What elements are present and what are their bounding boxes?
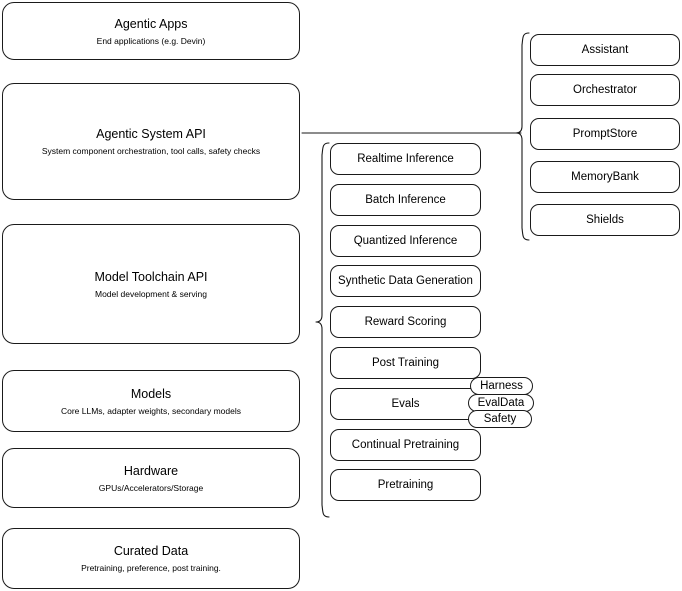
eval-tag-safety[interactable]: Safety [468, 410, 532, 428]
toolchain-component-label: Realtime Inference [357, 153, 454, 165]
stack-layer-subtitle: End applications (e.g. Devin) [96, 35, 206, 46]
system-component-label: Assistant [581, 44, 629, 56]
system-component-label: Shields [586, 214, 624, 226]
stack-layer-subtitle: Pretraining, preference, post training. [81, 563, 221, 573]
system-component-label: MemoryBank [571, 171, 639, 183]
stack-layer-hardware[interactable]: Hardware GPUs/Accelerators/Storage [2, 448, 300, 508]
stack-layer-subtitle: System component orchestration, tool cal… [41, 146, 261, 156]
brace-system-components [515, 32, 530, 241]
stack-layer-title: Models [130, 386, 172, 401]
toolchain-component-label: Continual Pretraining [351, 439, 460, 451]
toolchain-component-label: Synthetic Data Generation [338, 275, 473, 287]
stack-layer-title: Agentic Apps [114, 16, 188, 31]
stack-layer-title: Model Toolchain API [94, 269, 208, 284]
toolchain-component-label: Pretraining [377, 479, 434, 491]
brace-toolchain-components [315, 142, 330, 518]
system-component-memorybank[interactable]: MemoryBank [530, 161, 680, 193]
stack-layer-subtitle: GPUs/Accelerators/Storage [98, 482, 204, 493]
system-component-promptstore[interactable]: PromptStore [530, 118, 680, 150]
stack-layer-model-toolchain-api[interactable]: Model Toolchain API Model development & … [2, 224, 300, 344]
toolchain-component-continual-pretraining[interactable]: Continual Pretraining [330, 429, 481, 461]
toolchain-component-synthetic-data-generation[interactable]: Synthetic Data Generation [330, 265, 481, 297]
toolchain-component-quantized-inference[interactable]: Quantized Inference [330, 225, 481, 257]
system-component-shields[interactable]: Shields [530, 204, 680, 236]
eval-tag-label: Safety [483, 413, 517, 425]
stack-layer-agentic-apps[interactable]: Agentic Apps End applications (e.g. Devi… [2, 2, 300, 60]
system-component-label: PromptStore [572, 128, 638, 140]
toolchain-component-label: Post Training [371, 357, 440, 369]
toolchain-component-reward-scoring[interactable]: Reward Scoring [330, 306, 481, 338]
stack-layer-subtitle: Core LLMs, adapter weights, secondary mo… [60, 405, 241, 416]
stack-layer-title: Hardware [123, 463, 179, 478]
toolchain-component-label: Reward Scoring [364, 316, 447, 328]
stack-layer-title: Agentic System API [96, 127, 206, 141]
stack-layer-curated-data[interactable]: Curated Data Pretraining, preference, po… [2, 528, 300, 589]
eval-tag-label: Harness [480, 380, 523, 392]
toolchain-component-batch-inference[interactable]: Batch Inference [330, 184, 481, 216]
system-component-orchestrator[interactable]: Orchestrator [530, 74, 680, 106]
eval-tag-label: EvalData [477, 397, 525, 409]
system-component-label: Orchestrator [573, 84, 637, 96]
toolchain-component-label: Batch Inference [365, 194, 446, 206]
toolchain-component-label: Evals [391, 398, 420, 410]
stack-layer-models[interactable]: Models Core LLMs, adapter weights, secon… [2, 370, 300, 432]
toolchain-component-pretraining[interactable]: Pretraining [330, 469, 481, 501]
toolchain-component-evals[interactable]: Evals [330, 388, 481, 420]
toolchain-component-realtime-inference[interactable]: Realtime Inference [330, 143, 481, 175]
stack-layer-title: Curated Data [113, 544, 189, 558]
toolchain-component-label: Quantized Inference [353, 235, 458, 247]
toolchain-component-post-training[interactable]: Post Training [330, 347, 481, 379]
stack-layer-subtitle: Model development & serving [95, 288, 207, 299]
stack-layer-agentic-system-api[interactable]: Agentic System API System component orch… [2, 83, 300, 200]
eval-tag-harness[interactable]: Harness [470, 377, 533, 395]
system-component-assistant[interactable]: Assistant [530, 34, 680, 66]
